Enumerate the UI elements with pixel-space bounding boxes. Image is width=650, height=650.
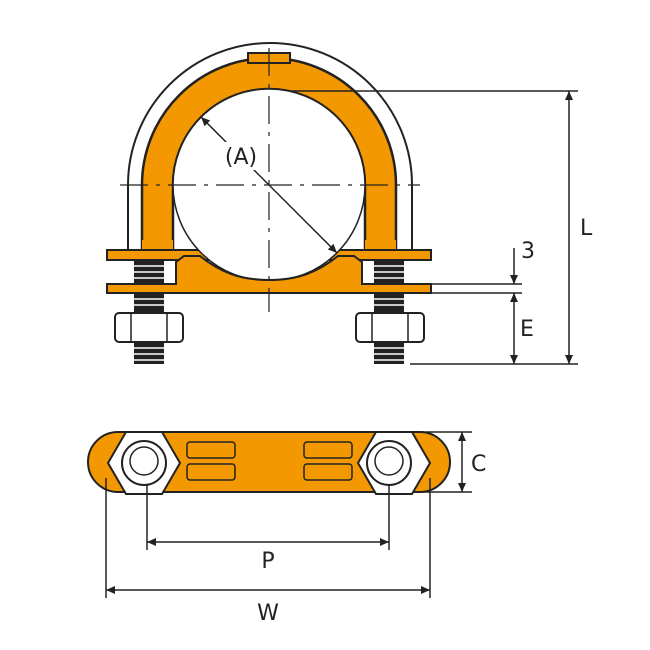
width-c-label: C	[471, 452, 486, 477]
slots-left	[186, 441, 236, 481]
front-view: (A) L 3 E	[106, 42, 593, 365]
pitch-dimension	[146, 485, 390, 550]
width-w-dimension	[105, 478, 431, 598]
diameter-dimension-line	[200, 116, 338, 254]
width-w-label: W	[257, 601, 279, 626]
top-view: C P W	[87, 431, 486, 626]
top-nut-left	[106, 431, 182, 495]
thickness-dimension	[431, 248, 522, 364]
length-label: L	[580, 216, 593, 241]
height-e-label: E	[520, 317, 534, 342]
stud-left	[134, 260, 164, 364]
top-nut-right	[356, 431, 432, 495]
thickness-label: 3	[521, 239, 535, 264]
diameter-label-bg	[220, 142, 262, 170]
slots-right	[303, 441, 353, 481]
width-c-dimension	[420, 431, 472, 493]
hex-nut-right	[355, 312, 425, 343]
u-bolt-outer-outline	[127, 42, 413, 250]
length-dimension	[290, 90, 578, 365]
hex-nut-left	[114, 312, 184, 343]
stud-right	[374, 260, 404, 364]
pitch-label: P	[261, 549, 274, 574]
diameter-label: (A)	[225, 145, 257, 170]
lower-saddle-plate	[106, 255, 432, 294]
